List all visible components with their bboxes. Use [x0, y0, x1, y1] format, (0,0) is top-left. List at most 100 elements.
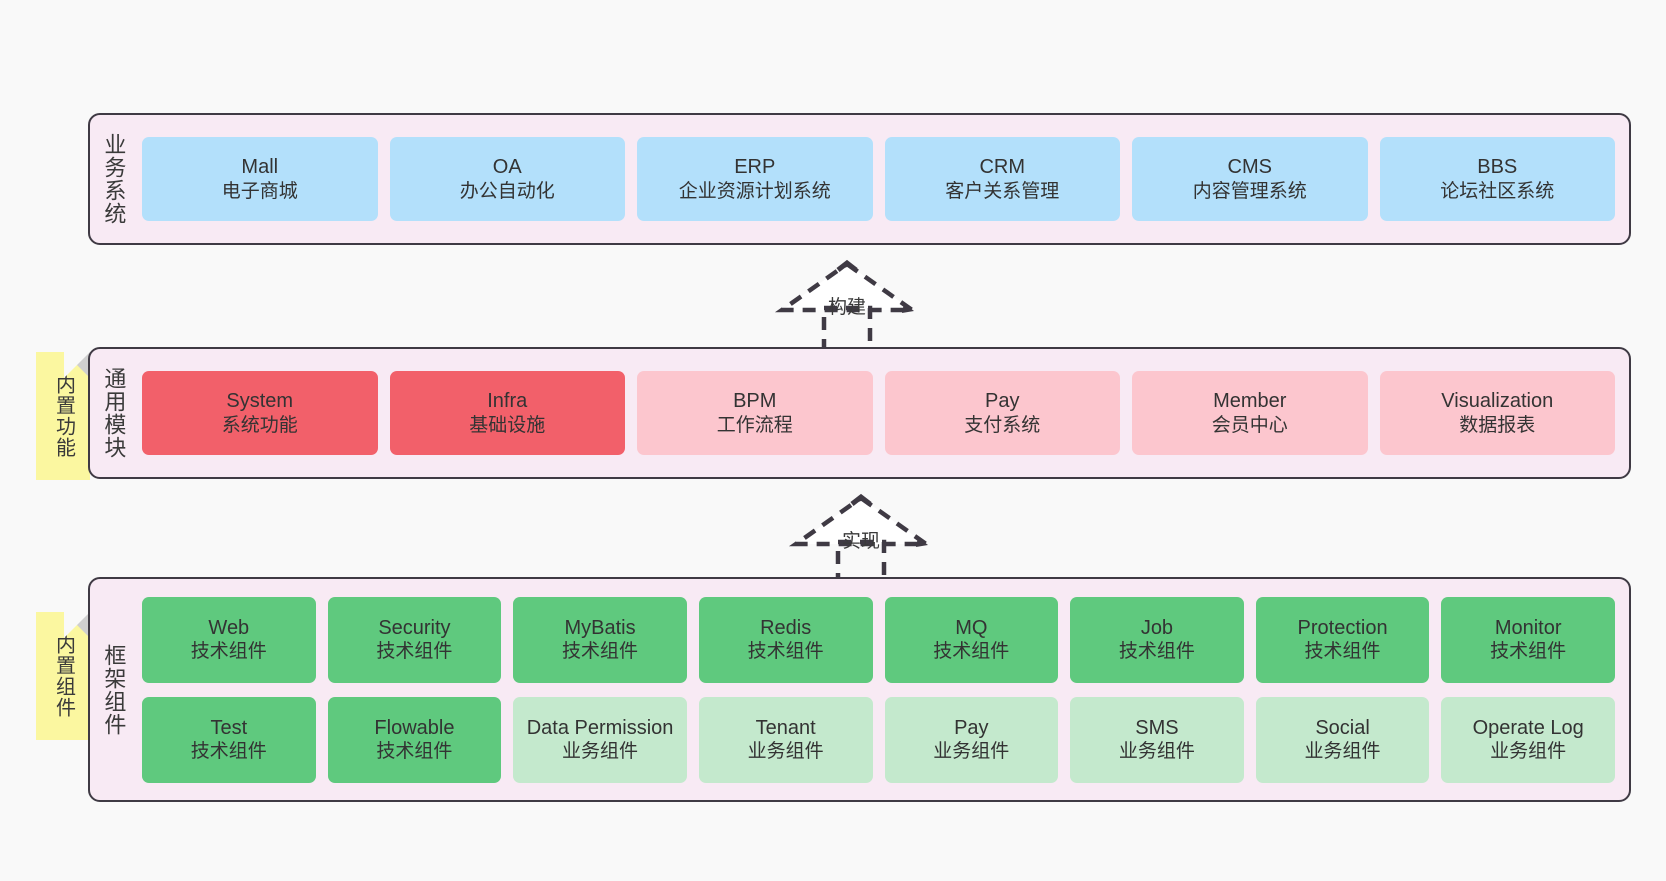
card-oa-cn: 办公自动化 — [459, 180, 555, 202]
card-monitor-cn: 技术组件 — [1490, 641, 1567, 663]
arrow-build-glyph — [774, 259, 920, 350]
card-pay-component-cn: 业务组件 — [933, 741, 1010, 763]
card-protection-en: Protection — [1297, 616, 1388, 639]
framework-row-business: Test 技术组件 Flowable 技术组件 Data Permission … — [142, 696, 1615, 783]
card-mall[interactable]: Mall 电子商城 — [142, 137, 378, 221]
card-web-cn: 技术组件 — [190, 641, 267, 663]
card-system-en: System — [226, 390, 294, 413]
card-mall-cn: 电子商城 — [221, 180, 298, 202]
card-member-cn: 会员中心 — [1211, 414, 1288, 436]
card-job[interactable]: Job 技术组件 — [1070, 596, 1244, 683]
card-visualization-en: Visualization — [1441, 390, 1554, 413]
card-pay-module-cn: 支付系统 — [964, 414, 1041, 436]
card-pay-component-en: Pay — [954, 716, 989, 739]
sticky-note-builtin-components: 内置组件 — [36, 612, 90, 740]
card-infra-en: Infra — [487, 390, 528, 413]
layer-framework-components-title: 框架组件 — [101, 643, 127, 736]
card-sms[interactable]: SMS 业务组件 — [1070, 696, 1244, 783]
card-job-cn: 技术组件 — [1118, 641, 1195, 663]
card-social[interactable]: Social 业务组件 — [1255, 696, 1430, 783]
layer-business-systems-title: 业务系统 — [101, 133, 127, 225]
card-operate-log-cn: 业务组件 — [1490, 741, 1567, 763]
card-pay-module[interactable]: Pay 支付系统 — [884, 371, 1120, 455]
card-social-cn: 业务组件 — [1304, 741, 1381, 763]
arrow-build-label: 构建 — [827, 297, 867, 318]
card-data-permission-cn: 业务组件 — [562, 741, 639, 763]
card-cms-cn: 内容管理系统 — [1192, 180, 1307, 202]
card-mq-en: MQ — [955, 616, 988, 639]
sticky-fold-cut-icon — [64, 352, 90, 378]
card-cms-en: CMS — [1227, 156, 1272, 179]
arrow-implement: 实现 — [766, 492, 956, 584]
card-operate-log-en: Operate Log — [1472, 716, 1584, 739]
card-bbs-en: BBS — [1477, 156, 1518, 179]
card-member-en: Member — [1213, 390, 1287, 413]
sticky-fold-cut-icon-2 — [64, 612, 90, 638]
card-erp[interactable]: ERP 企业资源计划系统 — [637, 137, 873, 221]
card-redis-cn: 技术组件 — [747, 641, 824, 663]
card-data-permission[interactable]: Data Permission 业务组件 — [513, 696, 687, 783]
card-mybatis[interactable]: MyBatis 技术组件 — [513, 596, 687, 683]
card-visualization[interactable]: Visualization 数据报表 — [1379, 371, 1615, 455]
sticky-note-builtin-features-label: 内置功能 — [52, 374, 75, 458]
card-infra-cn: 基础设施 — [469, 414, 546, 436]
layer-common-modules-body: System 系统功能 Infra 基础设施 BPM 工作流程 Pay 支付系统… — [136, 349, 1629, 477]
card-flowable[interactable]: Flowable 技术组件 — [327, 696, 502, 783]
card-test[interactable]: Test 技术组件 — [142, 696, 316, 783]
card-cms[interactable]: CMS 内容管理系统 — [1132, 137, 1368, 221]
card-security[interactable]: Security 技术组件 — [327, 596, 502, 683]
card-member[interactable]: Member 会员中心 — [1132, 371, 1368, 455]
layer-business-systems-body: Mall 电子商城 OA 办公自动化 ERP 企业资源计划系统 CRM 客户关系… — [136, 115, 1629, 243]
card-tenant[interactable]: Tenant 业务组件 — [698, 696, 873, 783]
card-sms-en: SMS — [1135, 716, 1179, 739]
card-oa[interactable]: OA 办公自动化 — [389, 137, 625, 221]
card-bbs[interactable]: BBS 论坛社区系统 — [1379, 137, 1615, 221]
card-protection[interactable]: Protection 技术组件 — [1255, 596, 1430, 683]
card-tenant-en: Tenant — [755, 716, 816, 739]
card-flowable-cn: 技术组件 — [376, 741, 453, 763]
card-web-en: Web — [208, 616, 250, 639]
card-redis-en: Redis — [760, 616, 812, 639]
card-mq[interactable]: MQ 技术组件 — [884, 596, 1059, 683]
card-crm-cn: 客户关系管理 — [945, 180, 1060, 202]
framework-row-technical: Web 技术组件 Security 技术组件 MyBatis 技术组件 Redi… — [142, 596, 1615, 683]
card-flowable-en: Flowable — [374, 716, 455, 739]
sticky-note-builtin-features: 内置功能 — [36, 352, 90, 480]
card-security-cn: 技术组件 — [376, 641, 453, 663]
card-crm[interactable]: CRM 客户关系管理 — [884, 137, 1120, 221]
card-erp-en: ERP — [734, 156, 776, 179]
card-mall-en: Mall — [241, 156, 279, 179]
card-protection-cn: 技术组件 — [1304, 641, 1381, 663]
card-system[interactable]: System 系统功能 — [142, 371, 378, 455]
card-crm-en: CRM — [979, 156, 1026, 179]
card-infra[interactable]: Infra 基础设施 — [389, 371, 625, 455]
card-test-cn: 技术组件 — [190, 741, 267, 763]
card-visualization-cn: 数据报表 — [1459, 414, 1536, 436]
card-erp-cn: 企业资源计划系统 — [678, 180, 831, 202]
card-web[interactable]: Web 技术组件 — [142, 596, 316, 683]
arrow-implement-glyph — [788, 493, 934, 584]
card-test-en: Test — [210, 716, 248, 739]
card-sms-cn: 业务组件 — [1118, 741, 1195, 763]
card-monitor-en: Monitor — [1494, 616, 1562, 639]
card-bpm[interactable]: BPM 工作流程 — [637, 371, 873, 455]
card-pay-component[interactable]: Pay 业务组件 — [884, 696, 1059, 783]
card-security-en: Security — [378, 616, 451, 639]
card-operate-log[interactable]: Operate Log 业务组件 — [1441, 696, 1615, 783]
arrow-build: 构建 — [752, 258, 942, 350]
card-redis[interactable]: Redis 技术组件 — [698, 596, 873, 683]
card-bpm-cn: 工作流程 — [716, 414, 793, 436]
arrow-implement-label: 实现 — [841, 531, 881, 552]
card-job-en: Job — [1140, 616, 1174, 639]
layer-framework-components: 框架组件 Web 技术组件 Security 技术组件 MyBatis 技术组件… — [88, 577, 1631, 802]
card-bbs-cn: 论坛社区系统 — [1440, 180, 1555, 202]
card-tenant-cn: 业务组件 — [747, 741, 824, 763]
card-data-permission-en: Data Permission — [526, 716, 674, 739]
card-mybatis-cn: 技术组件 — [562, 641, 639, 663]
card-pay-module-en: Pay — [985, 390, 1020, 413]
card-system-cn: 系统功能 — [221, 414, 298, 436]
layer-common-modules: 通用模块 System 系统功能 Infra 基础设施 BPM 工作流程 Pay… — [88, 347, 1631, 479]
card-monitor[interactable]: Monitor 技术组件 — [1441, 596, 1615, 683]
card-mq-cn: 技术组件 — [933, 641, 1010, 663]
